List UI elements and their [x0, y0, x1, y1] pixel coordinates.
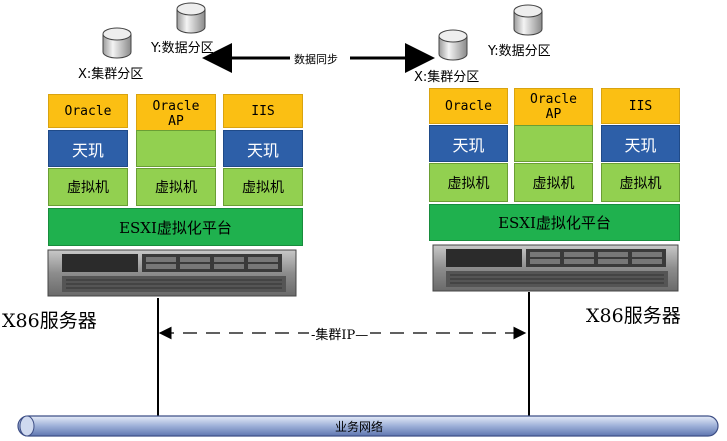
- right-server-icon: [432, 244, 679, 292]
- business-network-label: 业务网络: [335, 420, 384, 434]
- left-tianji-box-2: 天玑: [223, 130, 303, 167]
- right-vm-box-2: 虚拟机: [514, 163, 593, 202]
- data-sync-label: 数据同步: [294, 53, 338, 66]
- left-y-partition-db-icon: [176, 2, 206, 34]
- cluster-ip-label: -集群IP—: [309, 324, 371, 343]
- left-blank-green-box: [136, 130, 216, 167]
- left-oracle-ap-box: Oracle AP: [136, 94, 216, 134]
- right-oracle-ap-box: Oracle AP: [514, 88, 593, 126]
- right-server-label: X86服务器: [586, 305, 681, 327]
- right-x-partition-db-icon: [438, 29, 468, 61]
- business-network-pipe: [17, 415, 719, 437]
- right-y-partition-db-icon: [513, 4, 543, 36]
- left-esxi-platform: ESXI虚拟化平台: [48, 208, 303, 246]
- left-x-partition-db-icon: [102, 27, 132, 59]
- right-x-partition-label: X:集群分区: [414, 70, 480, 85]
- right-blank-green-box: [514, 125, 593, 162]
- left-iis-box: IIS: [223, 94, 303, 128]
- left-server-icon: [47, 249, 297, 297]
- right-tianji-box-1: 天玑: [429, 125, 508, 162]
- left-tianji-box-1: 天玑: [48, 130, 128, 167]
- left-server-label: X86服务器: [2, 310, 97, 332]
- right-oracle-box: Oracle: [429, 88, 508, 124]
- left-x-partition-label: X:集群分区: [78, 67, 144, 82]
- left-oracle-box: Oracle: [48, 94, 128, 128]
- left-vm-box-2: 虚拟机: [136, 168, 216, 206]
- right-iis-box: IIS: [601, 88, 680, 124]
- right-esxi-platform: ESXI虚拟化平台: [429, 204, 680, 241]
- right-y-partition-label: Y:数据分区: [488, 44, 551, 59]
- left-vm-box-1: 虚拟机: [48, 168, 128, 206]
- right-vm-box-1: 虚拟机: [429, 163, 508, 202]
- right-vm-box-3: 虚拟机: [601, 163, 680, 202]
- left-vm-box-3: 虚拟机: [223, 168, 303, 206]
- right-tianji-box-2: 天玑: [601, 125, 680, 162]
- left-y-partition-label: Y:数据分区: [151, 41, 214, 56]
